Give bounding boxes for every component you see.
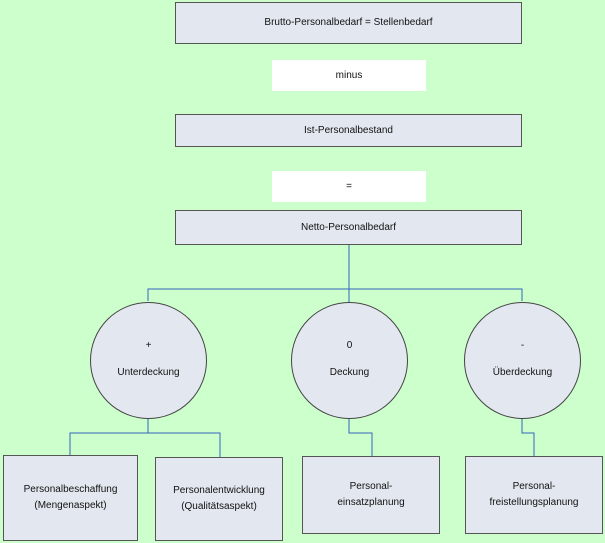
circle-unterdeckung: + Unterdeckung [90, 302, 207, 419]
connector-horizontal-bar [147, 288, 523, 301]
connector-unterdeckung-branch [69, 419, 149, 455]
connector-unterdeckung-branch-right [148, 432, 221, 457]
circle-symbol: - [520, 340, 525, 351]
circle-label: Überdeckung [492, 367, 553, 378]
personaleinsatzplanung-box: Personal- einsatzplanung [302, 456, 440, 534]
minus-label: minus [272, 60, 426, 91]
circle-ueberdeckung: - Überdeckung [464, 302, 581, 419]
personalfreistellungsplanung-box: Personal- freistellungsplanung [465, 456, 603, 534]
ist-personalbestand-box: Ist-Personalbestand [175, 114, 522, 147]
connector-deckung-to-box [348, 419, 373, 456]
circle-label: Unterdeckung [117, 367, 180, 378]
netto-personalbedarf-box: Netto-Personalbedarf [175, 210, 522, 245]
brutto-personalbedarf-box: Brutto-Personalbedarf = Stellenbedarf [175, 2, 522, 44]
circle-symbol: 0 [346, 340, 353, 351]
circle-label: Deckung [329, 367, 370, 378]
equals-label: = [272, 171, 426, 202]
personalbeschaffung-box: Personalbeschaffung (Mengenaspekt) [3, 455, 138, 541]
personalentwicklung-box: Personalentwicklung (Qualitätsaspekt) [155, 457, 283, 541]
circle-symbol: + [145, 340, 152, 351]
circle-deckung: 0 Deckung [291, 302, 408, 419]
connector-ueberdeckung-to-box [521, 419, 535, 456]
